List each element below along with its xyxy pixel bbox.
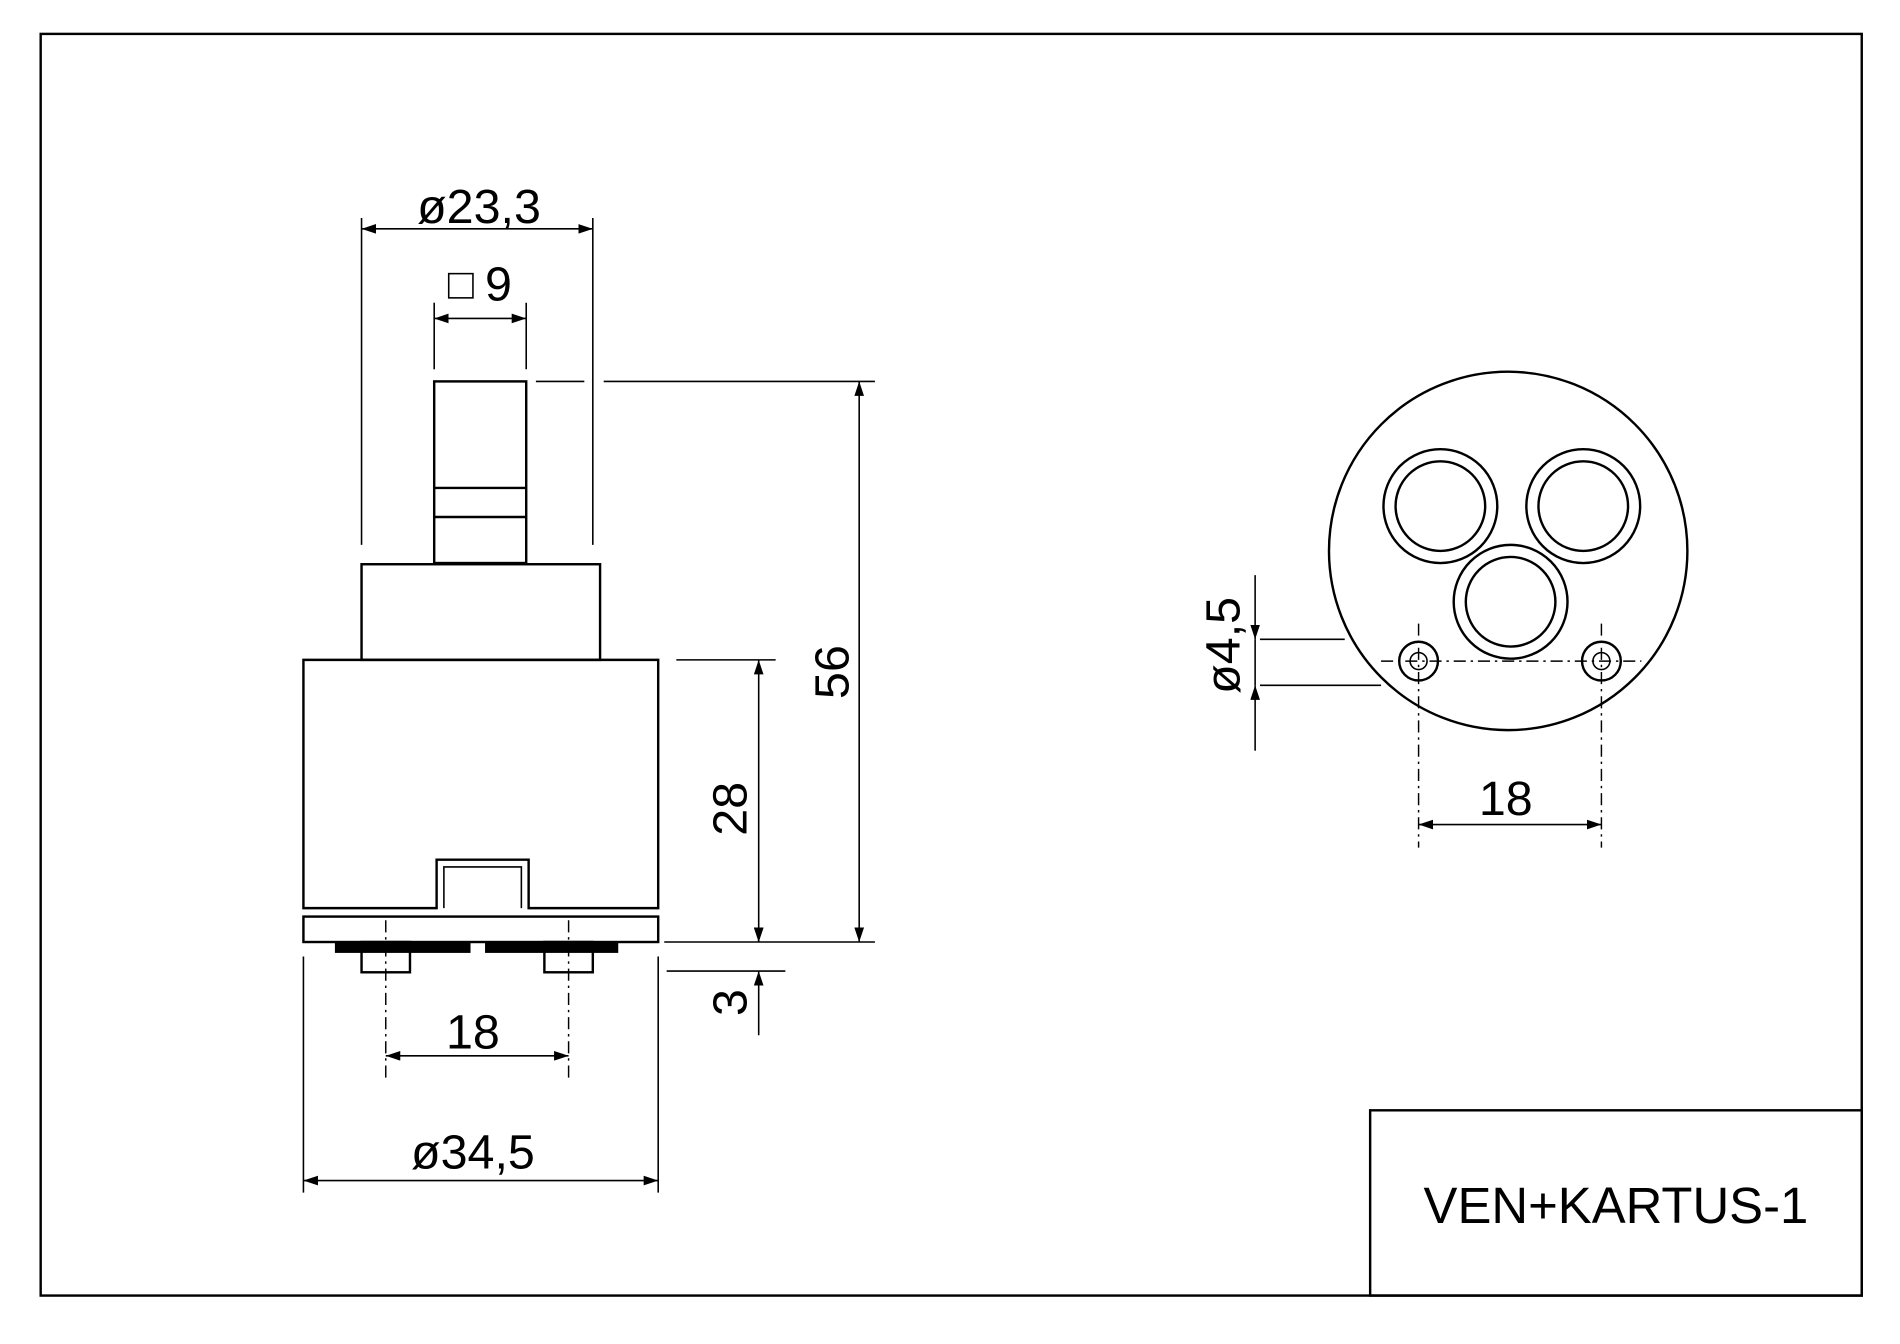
dim-pin-height: 3 (666, 927, 786, 1036)
title-block: VEN+KARTUS-1 (1368, 1109, 1863, 1297)
svg-text:3: 3 (704, 989, 758, 1016)
dim-total-height: 56 (535, 380, 875, 943)
bottom-view (1327, 370, 1689, 848)
dim-top-diameter: ø23,3 (360, 180, 594, 545)
svg-text:56: 56 (805, 645, 859, 699)
svg-text:18: 18 (446, 1006, 500, 1060)
dim-pin-spacing-side: 18 (385, 1006, 569, 1061)
svg-text:ø23,3: ø23,3 (417, 180, 541, 234)
dim-pin-spacing-bottom: 18 (1418, 772, 1602, 830)
title-text: VEN+KARTUS-1 (1424, 1177, 1809, 1234)
square-symbol-icon (447, 272, 474, 299)
dim-hole-diameter: ø4,5 (1196, 575, 1382, 751)
svg-text:ø4,5: ø4,5 (1196, 597, 1250, 694)
dim-body-diameter: ø34,5 (302, 956, 659, 1193)
drawing-frame (39, 32, 1863, 1297)
svg-text:9: 9 (485, 257, 512, 311)
svg-text:28: 28 (704, 782, 758, 836)
dim-body-height: 28 (676, 659, 776, 943)
svg-text:ø34,5: ø34,5 (411, 1125, 535, 1179)
side-view (302, 380, 660, 1078)
svg-text:18: 18 (1479, 772, 1533, 826)
dim-square-stem: 9 (433, 257, 528, 370)
